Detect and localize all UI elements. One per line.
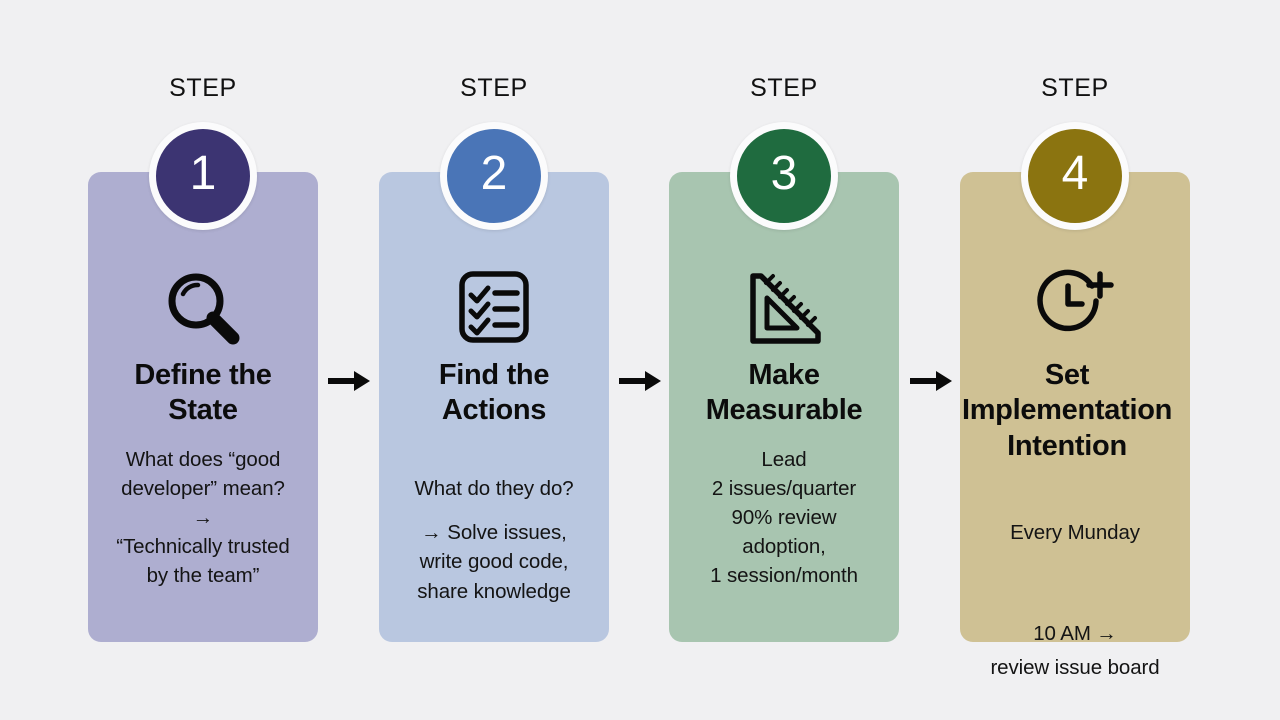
arrow-step1-to-step2: [326, 368, 372, 394]
step-title-1: Define the State: [134, 359, 272, 427]
arrow-step3-to-step4: [908, 368, 954, 394]
step-label-4: STEP: [1041, 74, 1109, 102]
step-number-4: 4: [1061, 147, 1089, 200]
step-badge-3[interactable]: 3: [730, 122, 838, 230]
triangle-ruler-icon: [741, 268, 827, 346]
step-number-3: 3: [770, 147, 798, 200]
step-number-1: 1: [189, 147, 217, 200]
step-badge-2[interactable]: 2: [440, 122, 548, 230]
step-body-3: Lead 2 issues/quarter 90% review adoptio…: [710, 447, 858, 588]
step-column-4: STEP 4 Set Implementation Intention Ever…: [960, 0, 1190, 720]
step-title-2: Find the Actions: [438, 359, 550, 427]
step-body-2-line2: → Solve issues, write good code, share k…: [417, 520, 571, 603]
step-card-3[interactable]: Make Measurable Lead 2 issues/quarter 90…: [669, 172, 899, 642]
step-title-3: Make Measurable: [705, 359, 863, 427]
step-card-2[interactable]: Find the Actions What do they do? → Solv…: [379, 172, 609, 642]
step-label-1: STEP: [169, 74, 237, 102]
step-label-3: STEP: [750, 74, 818, 102]
arrow-step2-to-step3: [617, 368, 663, 394]
step-title-4: Set Implementation Intention: [961, 359, 1173, 462]
step-body-4: Every Munday 10 AM → review issue board: [960, 482, 1190, 685]
clock-plus-icon: [1034, 268, 1116, 346]
step-number-2: 2: [480, 147, 508, 200]
step-column-3: STEP 3: [669, 0, 899, 720]
step-label-2: STEP: [460, 74, 528, 102]
step-body-1: What does “good developer” mean? → “Tech…: [116, 447, 290, 588]
step-body-2: What do they do? → Solve issues, write g…: [414, 445, 573, 636]
step-column-2: STEP 2 Find the Actions What do they do?: [379, 0, 609, 720]
step-card-1[interactable]: Define the State What does “good develop…: [88, 172, 318, 642]
step-body-4-line1: Every Munday: [1010, 520, 1140, 544]
step-card-4[interactable]: Set Implementation Intention Every Munda…: [960, 172, 1190, 679]
step-badge-4[interactable]: 4: [1021, 122, 1129, 230]
step-body-2-line1: What do they do?: [414, 477, 574, 501]
checklist-icon: [456, 268, 532, 346]
step-badge-1[interactable]: 1: [149, 122, 257, 230]
step-column-1: STEP 1 Define the State What does “good …: [88, 0, 318, 720]
step-body-4-line2: 10 AM → review issue board: [990, 622, 1160, 680]
magnifier-icon: [160, 268, 246, 346]
